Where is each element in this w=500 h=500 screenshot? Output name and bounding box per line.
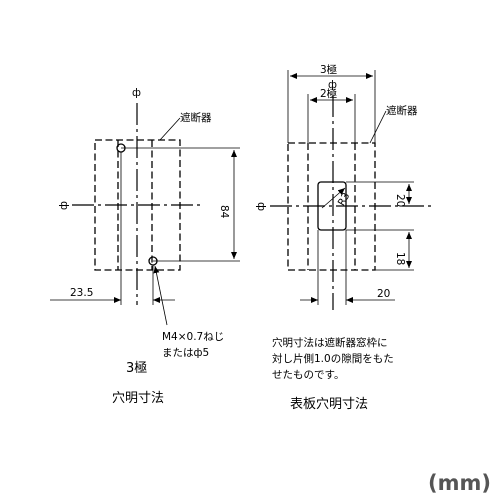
left-screw-phi: ф5 <box>194 347 210 359</box>
left-dim-height: 84 <box>218 205 230 219</box>
left-caption-title: 穴明寸法 <box>112 391 164 406</box>
right-center-mark-top: ф <box>328 79 337 91</box>
left-screw-leader <box>153 265 168 326</box>
right-breaker-outline <box>287 142 376 271</box>
left-breaker-outline <box>94 139 181 271</box>
right-cutout-window <box>317 181 347 231</box>
right-view: ф ф R3 遮断器 3極 2極 20 18 <box>255 63 435 412</box>
unit-label: (mm) <box>428 471 491 495</box>
right-note-line-1: 穴明寸法は遮断器窓枠に <box>272 336 388 349</box>
left-screw-label-2: またはф5 <box>162 347 209 359</box>
left-center-mark-left: ф <box>58 201 70 210</box>
right-dim-2pole: 2極 <box>320 87 337 100</box>
right-note-line-3: せたものです。 <box>272 369 344 381</box>
right-dim-3pole: 3極 <box>320 63 337 76</box>
right-dim-20-bottom: 20 <box>377 288 390 300</box>
left-center-mark-top: ф <box>132 87 141 99</box>
left-screw-label-1: M4×0.7ねじ <box>162 331 224 343</box>
right-dim-18: 18 <box>394 252 406 265</box>
right-dim-20-right: 20 <box>394 194 406 207</box>
left-view: ф ф 遮断器 84 23.5 M4×0.7ねじ またはф5 3極 穴明寸法 <box>50 87 240 406</box>
right-caption-title: 表板穴明寸法 <box>290 397 368 412</box>
right-breaker-leader <box>369 110 387 144</box>
right-note-line-2: 対し片側1.0の隙間をもた <box>272 352 394 365</box>
left-breaker-label: 遮断器 <box>180 111 212 124</box>
left-breaker-leader <box>159 117 181 141</box>
right-center-mark-left: ф <box>255 202 267 211</box>
right-r3-leader <box>321 187 346 209</box>
right-breaker-label: 遮断器 <box>386 104 418 117</box>
left-caption-poles: 3極 <box>126 360 147 376</box>
left-dim-offset: 23.5 <box>70 287 93 299</box>
left-screw-or: または <box>162 347 194 359</box>
